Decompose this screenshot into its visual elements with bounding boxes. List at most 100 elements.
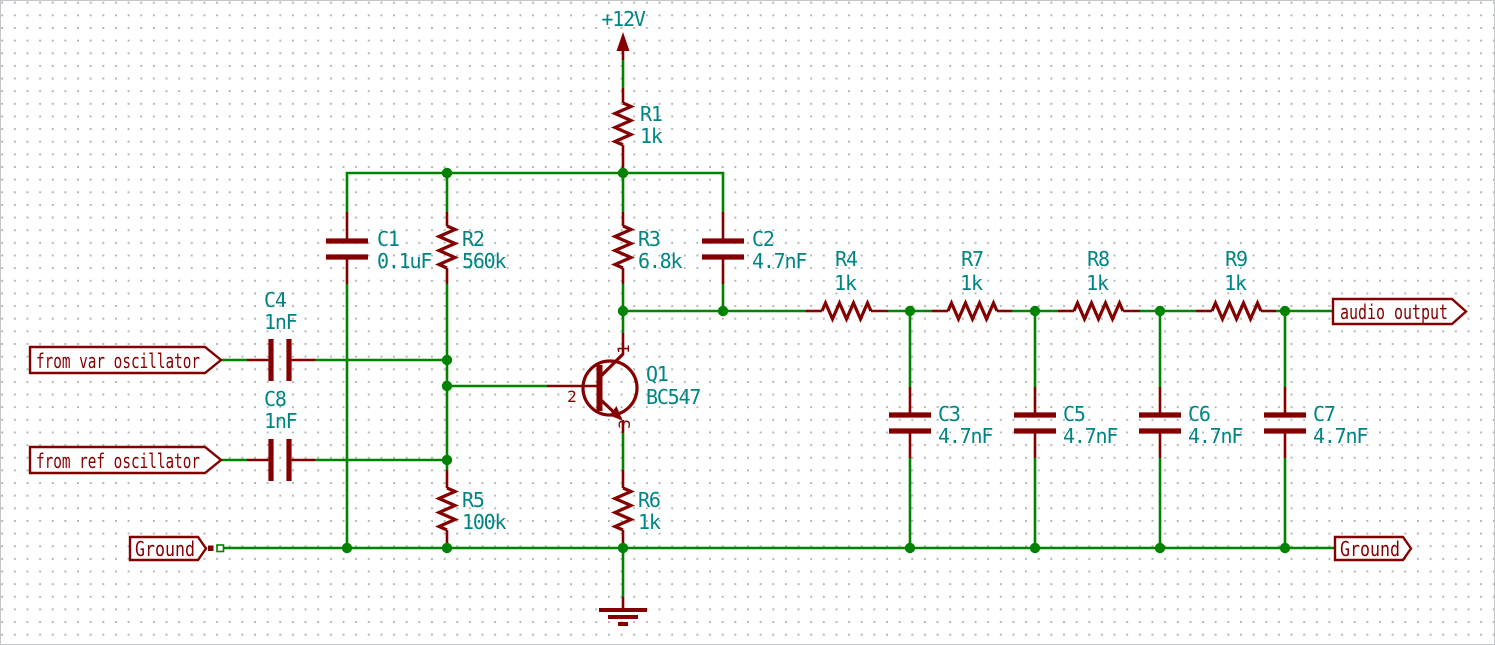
- junction-dot: [1154, 542, 1166, 554]
- value-label[interactable]: 0.1uF: [377, 249, 433, 273]
- junction-dot: [1029, 305, 1041, 317]
- ref-label[interactable]: R5: [462, 488, 485, 512]
- hier-label-outline: [28, 345, 223, 375]
- ref-label[interactable]: C8: [264, 387, 287, 411]
- value-label[interactable]: 4.7nF: [1063, 424, 1119, 448]
- resistor-r2[interactable]: R2 560k: [435, 212, 508, 284]
- value-label[interactable]: 560k: [462, 249, 508, 273]
- resistor-body: [435, 486, 459, 532]
- power-arrow-icon: [616, 32, 630, 51]
- value-label[interactable]: 1k: [960, 271, 984, 295]
- ref-label[interactable]: R2: [462, 227, 485, 251]
- ref-label[interactable]: Q1: [646, 362, 669, 386]
- resistor-r7[interactable]: R7 1k: [932, 247, 1012, 323]
- capacitor-c5[interactable]: C5 4.7nF: [1014, 387, 1119, 458]
- junction-dots: [341, 167, 1291, 554]
- resistor-r3[interactable]: R3 6.8k: [611, 212, 684, 284]
- value-label[interactable]: 1k: [638, 510, 662, 534]
- collector-lead: [599, 352, 625, 378]
- resistor-body: [1072, 299, 1125, 323]
- junction-dot: [904, 305, 916, 317]
- resistor-r8[interactable]: R8 1k: [1058, 247, 1140, 323]
- power-label: +12V: [601, 7, 646, 31]
- hier-label-ground-left[interactable]: Ground: [128, 535, 225, 562]
- capacitor-c4[interactable]: C4 1nF: [247, 288, 315, 381]
- junction-dot: [441, 454, 453, 466]
- ref-label[interactable]: C3: [938, 402, 961, 426]
- capacitor-c6[interactable]: C6 4.7nF: [1139, 387, 1244, 458]
- value-label[interactable]: 1k: [640, 124, 664, 148]
- resistor-r9[interactable]: R9 1k: [1196, 247, 1276, 323]
- ref-label[interactable]: R9: [1225, 247, 1248, 271]
- junction-dot: [441, 167, 453, 179]
- ref-label[interactable]: R3: [638, 227, 661, 251]
- hier-label-text: audio_output: [1340, 300, 1448, 324]
- value-label[interactable]: 6.8k: [638, 249, 684, 273]
- value-label[interactable]: 1nF: [264, 409, 298, 433]
- ref-label[interactable]: C6: [1188, 402, 1211, 426]
- capacitor-c1[interactable]: C1 0.1uF: [326, 212, 433, 284]
- junction-dot: [441, 354, 453, 366]
- junction-dot: [617, 542, 629, 554]
- resistor-body: [946, 299, 999, 323]
- value-label[interactable]: 4.7nF: [1188, 424, 1244, 448]
- value-label[interactable]: 100k: [462, 510, 508, 534]
- junction-dot: [1279, 542, 1291, 554]
- ref-label[interactable]: R6: [638, 488, 661, 512]
- capacitor-c8[interactable]: C8 1nF: [247, 387, 315, 481]
- value-label[interactable]: 4.7nF: [752, 249, 808, 273]
- emitter-arrow-icon: [609, 406, 623, 421]
- resistor-r6[interactable]: R6 1k: [611, 470, 662, 546]
- ref-label[interactable]: C7: [1313, 402, 1336, 426]
- junction-dot: [617, 167, 629, 179]
- value-label[interactable]: 1k: [1224, 271, 1248, 295]
- ground-symbol[interactable]: [599, 597, 647, 626]
- value-label[interactable]: 1k: [834, 271, 858, 295]
- ref-label[interactable]: R7: [961, 247, 984, 271]
- ref-label[interactable]: R1: [640, 102, 663, 126]
- junction-dot: [441, 542, 453, 554]
- capacitor-c7[interactable]: C7 4.7nF: [1264, 387, 1369, 458]
- junction-dot: [1154, 305, 1166, 317]
- resistor-r4[interactable]: R4 1k: [806, 247, 888, 323]
- hier-label-text: from_ref_oscillator: [36, 449, 200, 473]
- value-label[interactable]: 1k: [1086, 271, 1110, 295]
- resistor-r1[interactable]: R1 1k: [611, 88, 664, 172]
- ref-label[interactable]: C2: [752, 227, 775, 251]
- ref-label[interactable]: C4: [264, 288, 288, 312]
- hier-label-audio-output[interactable]: audio_output: [1331, 297, 1468, 326]
- value-label[interactable]: 4.7nF: [938, 424, 994, 448]
- ref-label[interactable]: R8: [1087, 247, 1110, 271]
- resistor-r5[interactable]: R5 100k: [435, 470, 508, 546]
- hier-label-from-var-oscillator[interactable]: from_var_oscillator: [28, 345, 223, 375]
- junction-dot: [617, 305, 629, 317]
- hier-label-text: Ground: [135, 537, 195, 561]
- hier-label-outline: [28, 445, 223, 475]
- value-label[interactable]: 4.7nF: [1313, 424, 1369, 448]
- pin-number-base: 2: [567, 387, 577, 406]
- hier-label-text: from_var_oscillator: [36, 349, 200, 373]
- junction-dot: [717, 305, 729, 317]
- hier-label-ground-right[interactable]: Ground: [1333, 535, 1413, 562]
- hier-label-outline: [1333, 535, 1413, 562]
- transistor-q1[interactable]: 1 2 3 Q1 BC547: [547, 333, 702, 433]
- junction-dot: [1029, 542, 1041, 554]
- wires[interactable]: [221, 60, 1335, 597]
- ref-label[interactable]: R4: [835, 247, 859, 271]
- hier-label-outline: [128, 535, 208, 562]
- capacitor-c3[interactable]: C3 4.7nF: [889, 387, 994, 458]
- junction-dot: [441, 380, 453, 392]
- hier-label-from-ref-oscillator[interactable]: from_ref_oscillator: [28, 445, 223, 475]
- transistor-base-bar: [596, 365, 603, 411]
- ref-label[interactable]: C5: [1063, 402, 1086, 426]
- junction-dot: [341, 542, 353, 554]
- resistor-body: [611, 224, 635, 270]
- power-symbol-12v[interactable]: +12V: [601, 7, 647, 60]
- value-label[interactable]: 1nF: [264, 310, 298, 334]
- ref-label[interactable]: C1: [377, 227, 400, 251]
- value-label[interactable]: BC547: [646, 385, 702, 409]
- wire-top-rail[interactable]: [345, 171, 725, 212]
- capacitor-c2[interactable]: C2 4.7nF: [702, 212, 808, 284]
